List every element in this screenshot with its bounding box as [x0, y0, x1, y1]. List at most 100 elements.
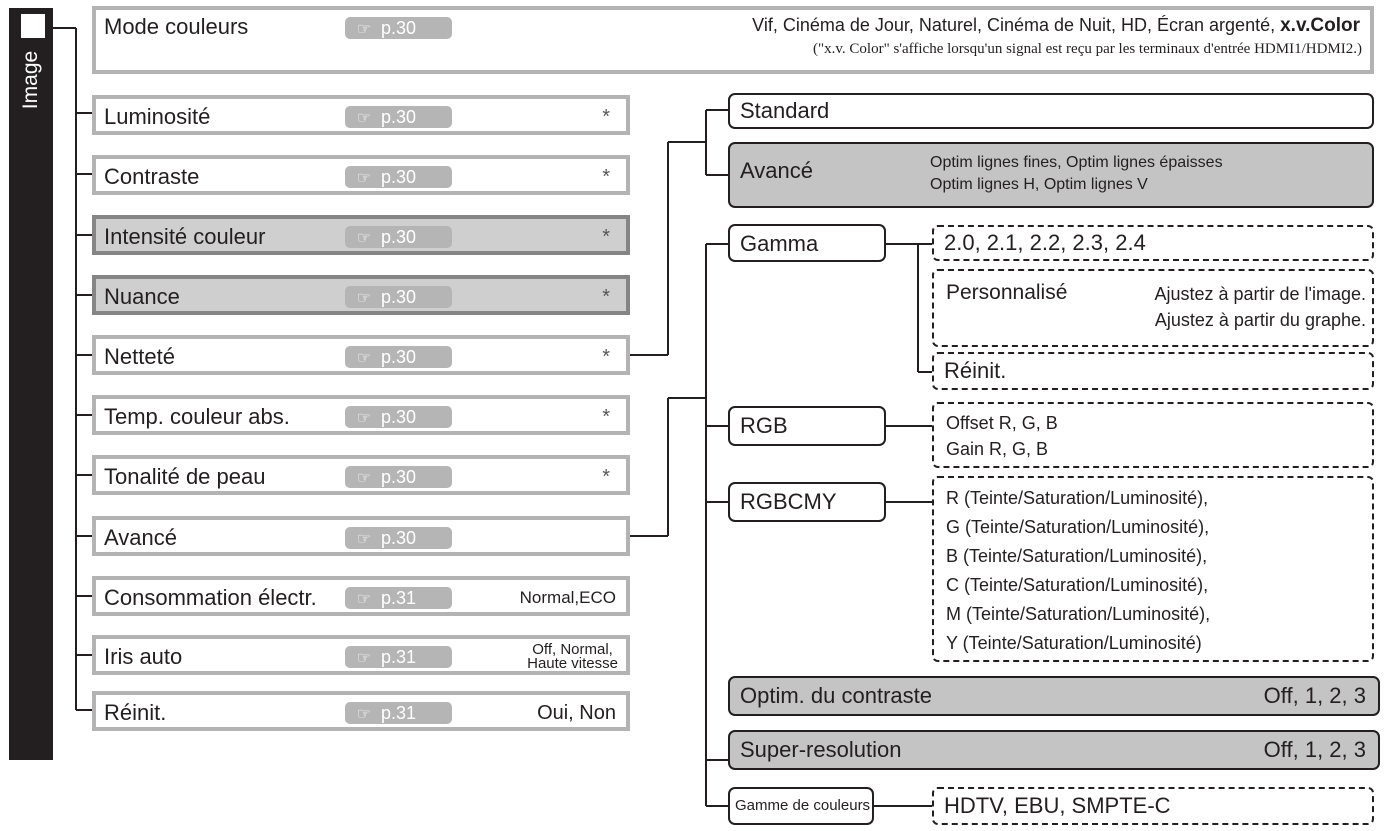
pointing-hand-icon: ☞ [356, 706, 372, 723]
optim-contraste-label: Optim. du contraste [740, 683, 932, 708]
asterisk-value: * [602, 346, 610, 368]
xv-color-option: x.v.Color [1280, 15, 1360, 36]
gamme-couleurs-label: Gamme de couleurs [735, 797, 871, 814]
page-ref-badge: ☞ p.30 [345, 166, 452, 188]
sidebar: Image [9, 8, 53, 760]
pointing-hand-icon: ☞ [356, 170, 372, 187]
menu-item-luminosite[interactable]: Luminosité ☞p.30 * [92, 95, 630, 135]
pointing-hand-icon: ☞ [356, 650, 372, 667]
menu-item-options: Oui, Non [537, 702, 616, 724]
gamma-label: Gamma [740, 231, 819, 256]
asterisk-value: * [602, 166, 610, 188]
rgbcmy-box[interactable]: RGBCMY [728, 482, 886, 522]
page-ref-badge: ☞p.30 [345, 406, 452, 428]
menu-item-consommation[interactable]: Consommation électr. ☞p.31 Normal,ECO [92, 576, 630, 616]
nettete-standard[interactable]: Standard [728, 93, 1374, 129]
asterisk-value: * [602, 226, 610, 248]
gamma-personnalise[interactable]: Personnalisé Ajustez à partir de l'image… [932, 269, 1374, 347]
page-ref-badge: ☞ p.30 [345, 346, 452, 368]
pointing-hand-icon: ☞ [356, 470, 372, 487]
page-ref-badge: ☞ p.31 [345, 646, 452, 668]
super-resolution[interactable]: Super-resolution Off, 1, 2, 3 [728, 730, 1380, 770]
sidebar-title: Image [19, 50, 42, 110]
mode-options: Vif, Cinéma de Jour, Naturel, Cinéma de … [752, 15, 1360, 37]
menu-mode-couleurs[interactable]: Mode couleurs ☞p.30 Vif, Cinéma de Jour,… [92, 6, 1374, 74]
menu-item-tonalite-peau[interactable]: Tonalité de peau ☞p.30 * [92, 455, 630, 495]
page-ref: p.30 [381, 167, 417, 187]
menu-item-contraste[interactable]: Contraste ☞ p.30 * [92, 155, 630, 195]
page-ref-badge: ☞ p.30 [345, 286, 452, 308]
pointing-hand-icon: ☞ [356, 230, 372, 247]
mode-options-text: Vif, Cinéma de Jour, Naturel, Cinéma de … [752, 15, 1276, 35]
nettete-standard-label: Standard [740, 98, 830, 123]
super-resolution-label: Super-resolution [740, 737, 902, 762]
nettete-avance-label: Avancé [740, 158, 813, 183]
options-line: Optim lignes H, Optim lignes V [930, 176, 1148, 193]
pointing-hand-icon: ☞ [356, 350, 372, 367]
menu-item-avance[interactable]: Avancé ☞p.30 [92, 516, 630, 556]
menu-item-options: Off, Normal,Haute vitesse [527, 641, 618, 672]
menu-item-label: Iris auto [104, 644, 183, 669]
page-ref: p.30 [381, 528, 417, 548]
menu-item-label: Réinit. [104, 700, 167, 725]
options-line: M (Teinte/Saturation/Luminosité), [946, 604, 1211, 624]
page-ref: p.30 [381, 347, 417, 367]
rgbcmy-options-text: R (Teinte/Saturation/Luminosité), G (Tei… [946, 484, 1210, 658]
page-ref-badge: ☞ p.30 [345, 106, 452, 128]
menu-item-temp-couleur[interactable]: Temp. couleur abs. ☞p.30 * [92, 395, 630, 435]
page-ref: p.31 [381, 703, 417, 723]
optim-contraste[interactable]: Optim. du contraste Off, 1, 2, 3 [728, 676, 1380, 716]
gamma-values-text: 2.0, 2.1, 2.2, 2.3, 2.4 [944, 230, 1146, 255]
asterisk-value: * [602, 286, 610, 308]
menu-item-reinit[interactable]: Réinit. ☞ p.31 Oui, Non [92, 691, 630, 731]
gamme-couleurs-box[interactable]: Gamme de couleurs [728, 787, 874, 825]
page-ref: p.30 [381, 467, 417, 487]
menu-item-label: Contraste [104, 164, 200, 189]
page-ref: p.31 [381, 647, 417, 667]
options-line: Offset R, G, B [946, 413, 1058, 433]
page-ref-badge: ☞ p.30 [345, 226, 452, 248]
menu-item-label: Nuance [104, 284, 180, 309]
options-line: G (Teinte/Saturation/Luminosité), [946, 517, 1210, 537]
menu-item-label: Netteté [104, 344, 175, 369]
menu-item-options: Normal,ECO [519, 588, 616, 607]
menu-item-nettete[interactable]: Netteté ☞ p.30 * [92, 335, 630, 375]
pointing-hand-icon: ☞ [356, 410, 372, 427]
gamme-couleurs-options: HDTV, EBU, SMPTE-C [932, 787, 1374, 825]
gamma-box[interactable]: Gamma [728, 224, 886, 262]
page-ref-badge: ☞ p.30 [345, 17, 452, 39]
pointing-hand-icon: ☞ [356, 21, 372, 38]
menu-item-nuance[interactable]: Nuance ☞ p.30 * [92, 275, 630, 315]
rgb-box[interactable]: RGB [728, 406, 886, 446]
gamme-couleurs-options-text: HDTV, EBU, SMPTE-C [944, 793, 1171, 818]
nettete-avance[interactable]: Avancé Optim lignes fines, Optim lignes … [728, 142, 1374, 208]
gamma-values: 2.0, 2.1, 2.2, 2.3, 2.4 [932, 225, 1374, 261]
page-ref: p.30 [381, 227, 417, 247]
options-line: Ajustez à partir du graphe. [1154, 310, 1366, 330]
asterisk-value: * [602, 466, 610, 488]
rgb-label: RGB [740, 413, 788, 438]
asterisk-value: * [602, 406, 610, 428]
page-ref: p.30 [381, 18, 417, 38]
personnalise-label: Personnalisé [946, 281, 1068, 304]
options-line: Off, Normal, [532, 641, 613, 658]
pointing-hand-icon: ☞ [356, 290, 372, 307]
menu-item-label: Avancé [104, 525, 177, 550]
options-line: Ajustez à partir de l'image. [1154, 284, 1366, 304]
gamma-reinit[interactable]: Réinit. [932, 352, 1374, 390]
rgbcmy-options: R (Teinte/Saturation/Luminosité), G (Tei… [932, 476, 1374, 662]
menu-item-iris-auto[interactable]: Iris auto ☞ p.31 Off, Normal,Haute vitess… [92, 635, 630, 675]
options-line: Optim lignes fines, Optim lignes épaisse… [930, 154, 1223, 171]
options-line: Y (Teinte/Saturation/Luminosité) [946, 633, 1202, 653]
page-ref-badge: ☞ p.31 [345, 702, 452, 724]
options-line: Haute vitesse [527, 655, 618, 672]
asterisk-value: * [602, 106, 610, 128]
pointing-hand-icon: ☞ [356, 110, 372, 127]
page-ref: p.30 [381, 107, 417, 127]
personnalise-options: Ajustez à partir de l'image. Ajustez à pa… [1154, 281, 1366, 333]
page-ref: p.30 [381, 287, 417, 307]
menu-item-intensite-couleur[interactable]: Intensité couleur ☞p.30 * [92, 215, 630, 255]
optim-contraste-options: Off, 1, 2, 3 [1263, 683, 1366, 708]
